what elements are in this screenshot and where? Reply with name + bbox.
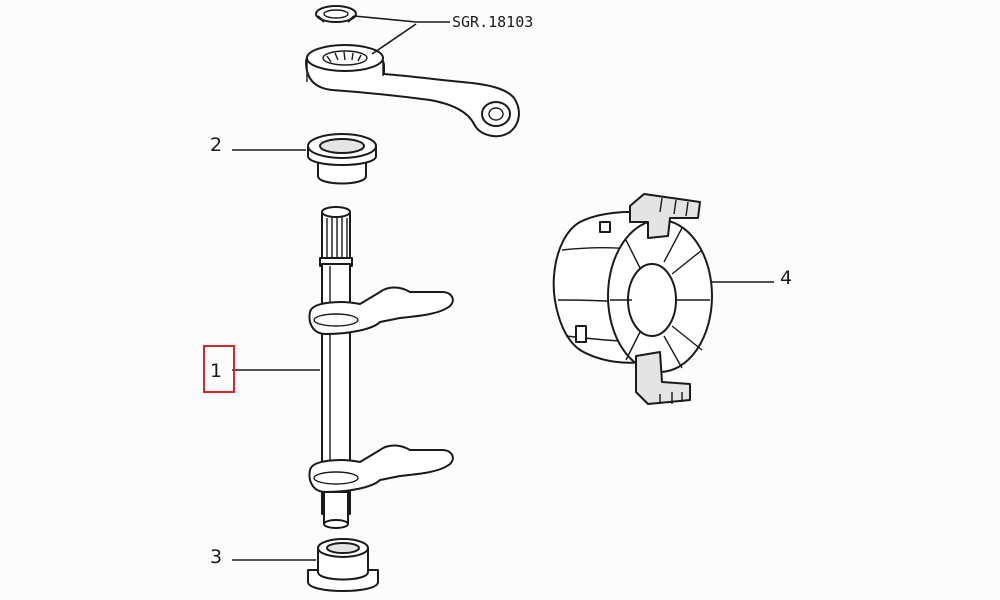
selector-drum (552, 193, 713, 405)
callout-4: 4 (780, 267, 792, 289)
reference-label: SGR.18103 (452, 13, 533, 31)
callout-3: 3 (210, 546, 222, 568)
callout-1: 1 (210, 360, 222, 382)
circlip (315, 5, 357, 23)
reference-leaders (353, 15, 450, 55)
callout-1-highlight (203, 345, 235, 393)
lower-bush (307, 538, 379, 592)
callout-2: 2 (210, 134, 222, 156)
upper-bush (307, 133, 377, 185)
selector-shaft (308, 206, 454, 529)
selector-lever (305, 44, 520, 138)
